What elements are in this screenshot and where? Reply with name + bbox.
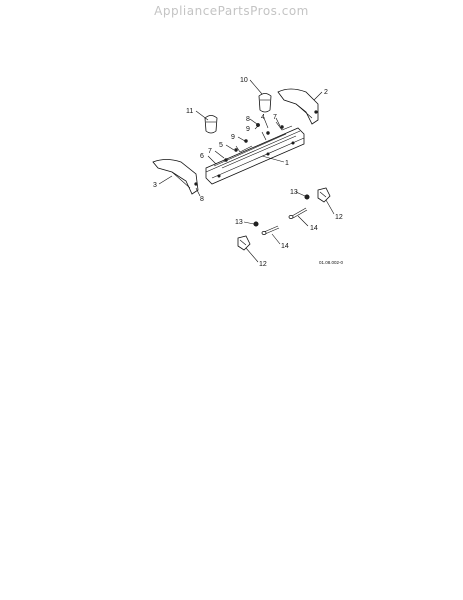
site-watermark: AppliancePartsPros.com: [154, 4, 309, 18]
clip-part-12-right: [317, 187, 331, 203]
callout-2: 2: [324, 89, 328, 96]
callout-4: 4: [261, 114, 265, 121]
small-fasteners: [224, 123, 284, 162]
callout-7-upper: 7: [273, 114, 277, 121]
knob-part-11: [204, 115, 218, 134]
callout-9-upper: 9: [246, 126, 250, 133]
callout-1: 1: [285, 160, 289, 167]
callout-10: 10: [240, 77, 248, 84]
callout-7-lower: 7: [208, 148, 212, 155]
handle-part-2: [277, 88, 319, 125]
bracket-bar-part-1: [205, 127, 305, 185]
drawing-code: 01.08.002-0: [319, 260, 344, 265]
callout-9-lower: 9: [231, 134, 235, 141]
callout-11: 11: [186, 108, 193, 115]
nut-part-13-right: [304, 194, 310, 200]
knob-part-10: [258, 93, 272, 113]
handle-part-3: [152, 159, 199, 195]
pin-part-14-right: [288, 207, 308, 219]
callout-14-right: 14: [310, 225, 318, 232]
callout-8-lower: 8: [200, 196, 204, 203]
callout-13-lower: 13: [235, 219, 243, 226]
leader-lines: [158, 79, 335, 263]
callout-14-lower: 14: [281, 243, 289, 250]
callout-5: 5: [219, 142, 223, 149]
callout-8-upper: 8: [246, 116, 250, 123]
nut-part-13-lower: [253, 221, 259, 227]
pin-part-14-lower: [261, 225, 280, 235]
callout-12-right: 12: [335, 214, 343, 221]
callout-13-upper: 13: [290, 189, 298, 196]
callout-labels: 10 11 2 8 9 4 7 9 5 7 6 1 3 8 13 12 14 1…: [153, 77, 343, 268]
callout-6: 6: [200, 153, 204, 160]
callout-3: 3: [153, 182, 157, 189]
callout-12-lower: 12: [259, 261, 267, 268]
clip-part-12-lower: [237, 235, 251, 251]
